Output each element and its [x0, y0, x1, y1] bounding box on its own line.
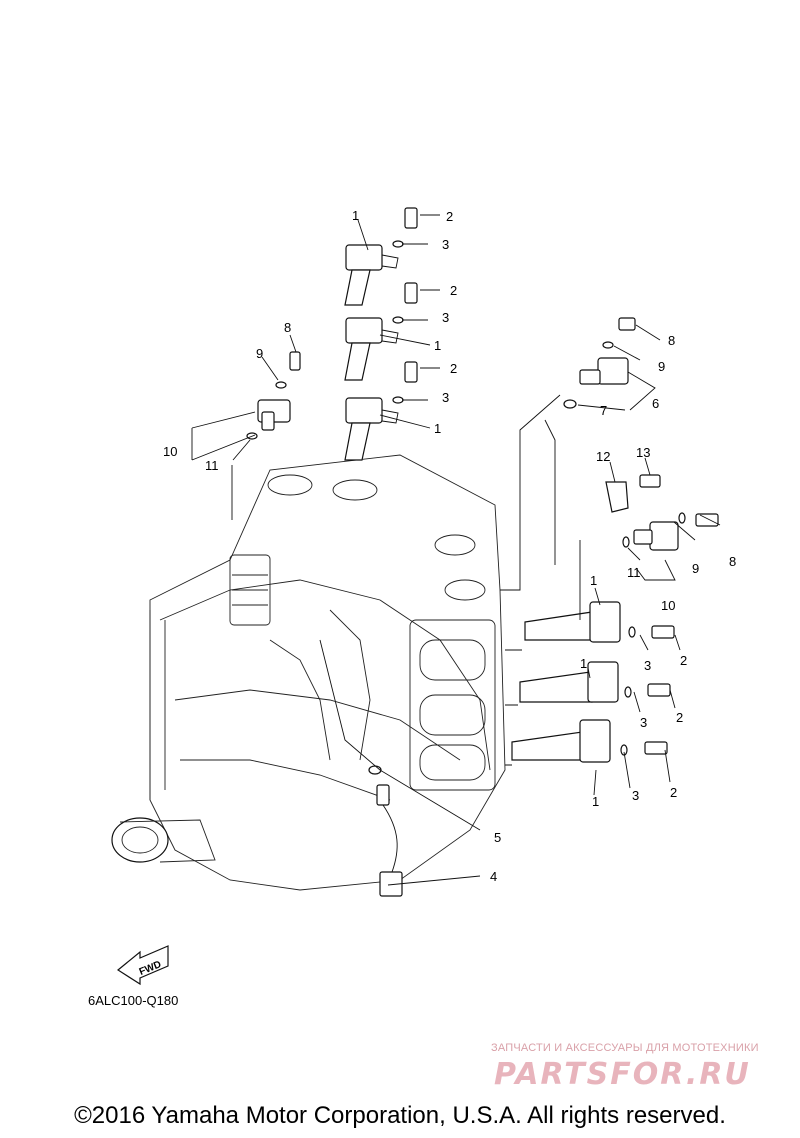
temperature-sensor-harness [368, 765, 403, 897]
callout-2: 2 [446, 209, 453, 224]
bolts-right [620, 625, 675, 756]
callout-3: 3 [644, 658, 651, 673]
callout-3: 3 [442, 237, 449, 252]
callout-4: 4 [490, 869, 497, 884]
watermark-logo: PARTSFOR.RU [494, 1057, 751, 1092]
ignition-coil-top-1 [344, 244, 399, 306]
sensor-right [622, 512, 719, 551]
callout-8: 8 [284, 320, 291, 335]
engine-block [111, 454, 506, 891]
callout-3: 3 [442, 310, 449, 325]
callout-6: 6 [652, 396, 659, 411]
drawing-code: 6ALC100-Q180 [88, 993, 179, 1008]
callout-9: 9 [256, 346, 263, 361]
callout-8: 8 [729, 554, 736, 569]
leader-lines [191, 214, 721, 886]
sensor-top-right [563, 317, 636, 409]
callout-9: 9 [692, 561, 699, 576]
callout-1: 1 [592, 794, 599, 809]
oil-filter [111, 817, 216, 863]
ignition-coil-top-2 [344, 317, 399, 381]
callout-3: 3 [442, 390, 449, 405]
bolts-top [392, 207, 418, 404]
callout-7: 7 [600, 403, 607, 418]
callout-10: 10 [163, 444, 177, 459]
callout-10: 10 [661, 598, 675, 613]
copyright-footer: ©2016 Yamaha Motor Corporation, U.S.A. A… [74, 1102, 726, 1129]
callout-11: 11 [205, 458, 219, 473]
callout-2: 2 [680, 653, 687, 668]
callout-12: 12 [596, 449, 610, 464]
callout-1: 1 [590, 573, 597, 588]
callout-5: 5 [494, 830, 501, 845]
watermark-tagline: ЗАПЧАСТИ И АКСЕССУАРЫ ДЛЯ МОТОТЕХНИКИ [491, 1042, 759, 1054]
callout-2: 2 [670, 785, 677, 800]
callout-13: 13 [636, 445, 650, 460]
callout-2: 2 [450, 361, 457, 376]
callout-3: 3 [640, 715, 647, 730]
ignition-coil-right-1 [524, 601, 621, 643]
sensor-left [246, 351, 301, 440]
callout-2: 2 [676, 710, 683, 725]
ignition-coil-right-3 [511, 719, 611, 763]
callout-9: 9 [658, 359, 665, 374]
callout-3: 3 [632, 788, 639, 803]
callout-labels: 1 2 3 2 3 1 2 3 1 8 9 10 11 8 9 6 7 12 1… [163, 208, 736, 884]
ignition-coil-right-2 [519, 661, 619, 703]
callout-1: 1 [434, 421, 441, 436]
callout-1: 1 [434, 338, 441, 353]
callout-1: 1 [352, 208, 359, 223]
callout-2: 2 [450, 283, 457, 298]
ignition-coil-top-3 [344, 397, 399, 461]
fwd-arrow-icon: FWD [116, 945, 169, 986]
callout-1: 1 [580, 656, 587, 671]
clamp-bracket [605, 474, 661, 513]
callout-11: 11 [627, 565, 641, 580]
callout-8: 8 [668, 333, 675, 348]
